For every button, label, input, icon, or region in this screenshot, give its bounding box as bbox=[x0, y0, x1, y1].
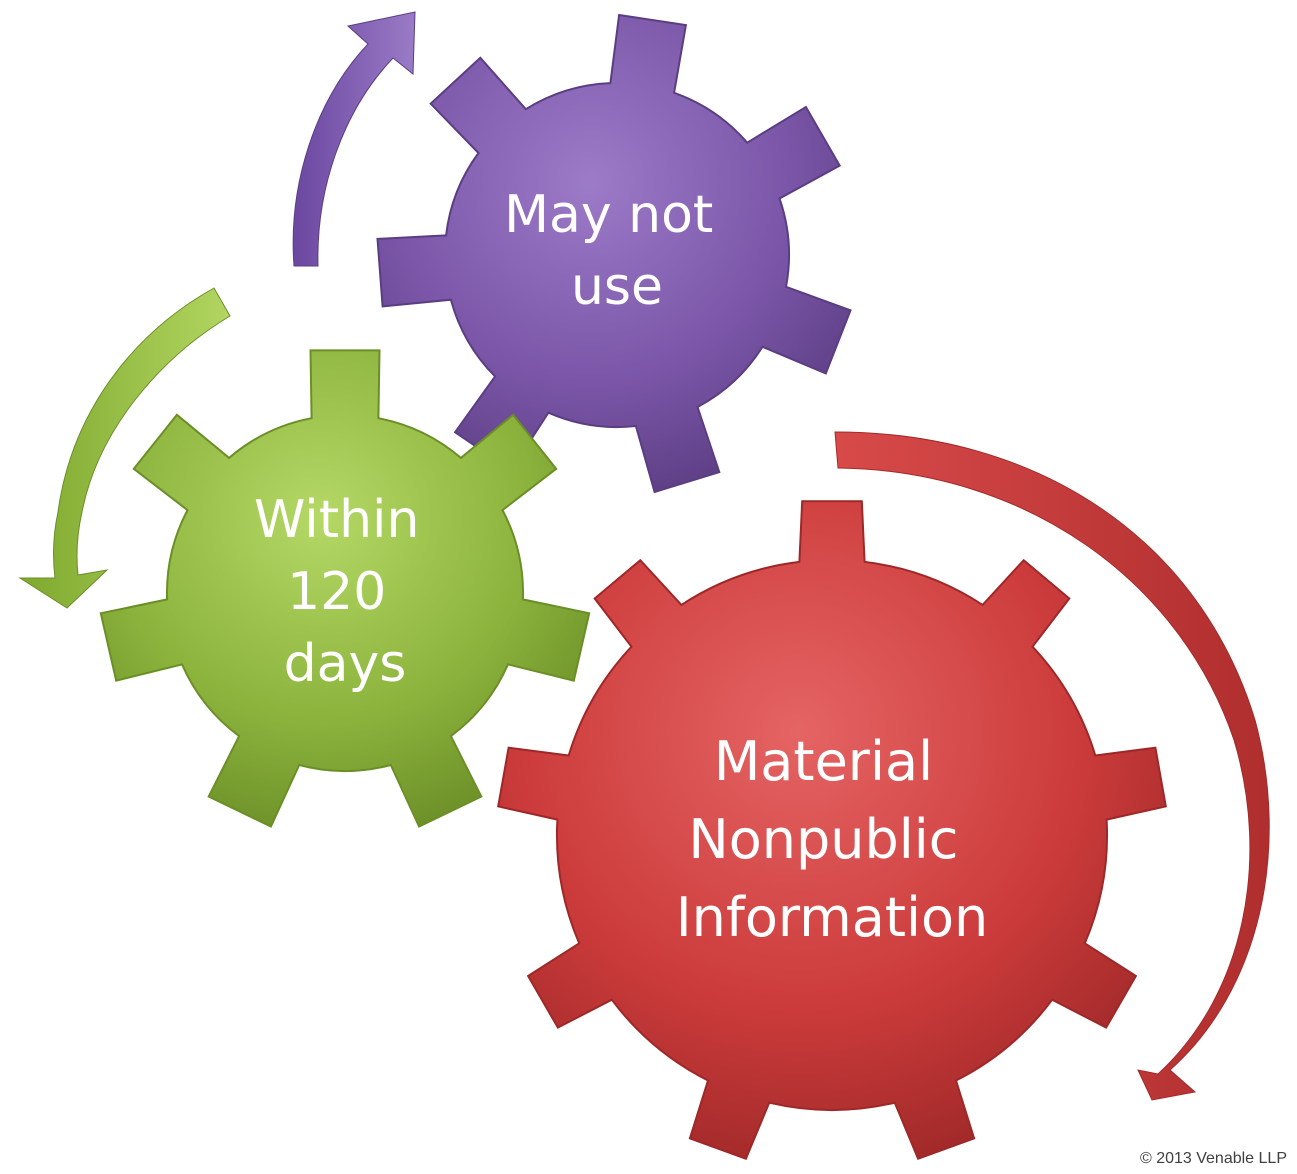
green-gear bbox=[99, 349, 591, 828]
purple-gear-label: May not use bbox=[504, 185, 730, 317]
red-gear bbox=[497, 500, 1167, 1160]
green-gear-label: Within 120 days bbox=[254, 490, 436, 694]
purple-arc-arrow bbox=[292, 11, 416, 267]
green-arc-arrow bbox=[18, 287, 231, 609]
purple-gear bbox=[376, 13, 852, 494]
red-arc-arrow bbox=[834, 431, 1270, 1101]
copyright-footer: © 2013 Venable LLP bbox=[1139, 1150, 1287, 1167]
red-gear-label: Material Nonpublic Information bbox=[676, 730, 989, 949]
